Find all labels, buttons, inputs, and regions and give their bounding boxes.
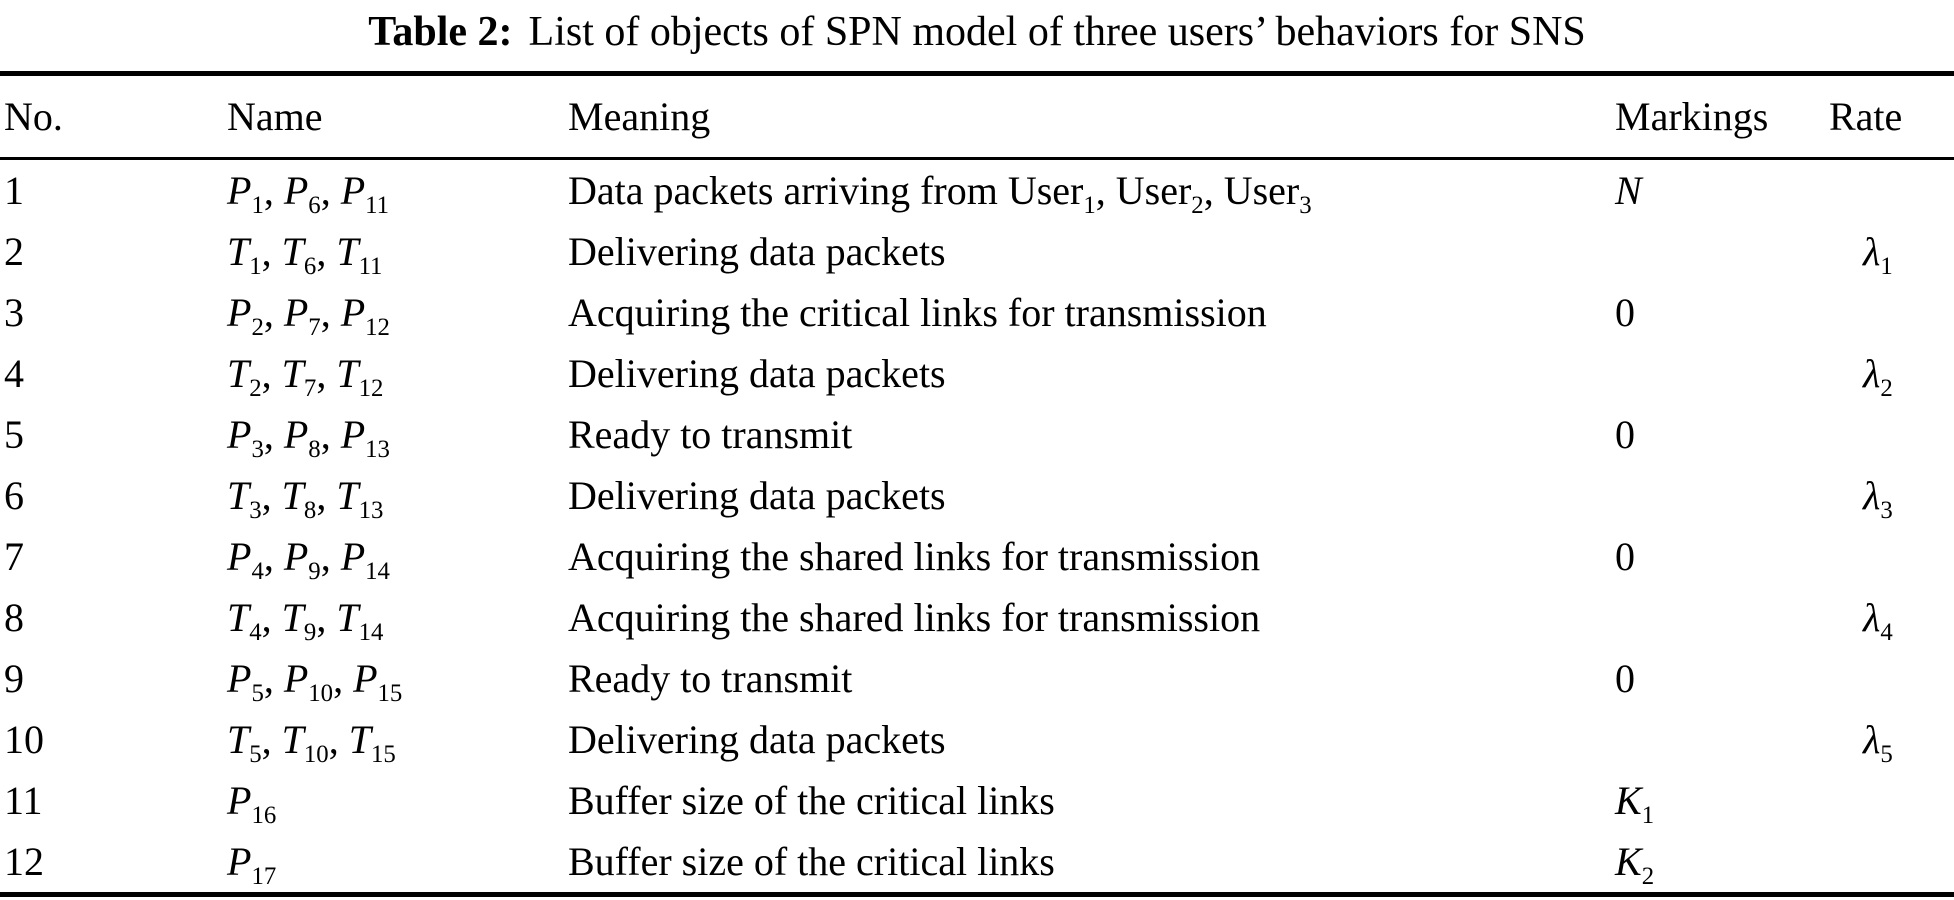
table-row: 11 P16 Buffer size of the critical links… [0, 770, 1954, 831]
cell-name: P3, P8, P13 [227, 412, 390, 463]
table-body: 1 P1, P6, P11 Data packets arriving from… [0, 159, 1954, 895]
cell-meaning: Buffer size of the critical links [568, 778, 1055, 823]
table-caption-label: Table 2: [368, 9, 513, 55]
cell-rate [1829, 831, 1954, 895]
cell-meaning: Delivering data packets [568, 351, 946, 396]
cell-no: 3 [4, 290, 24, 335]
cell-no: 7 [4, 534, 24, 579]
table-row: 7 P4, P9, P14 Acquiring the shared links… [0, 526, 1954, 587]
cell-rate [1829, 648, 1954, 709]
cell-markings [1615, 343, 1829, 404]
cell-no: 12 [4, 839, 44, 884]
spn-objects-table: No. Name Meaning Markings Rate 1 P1, P6,… [0, 71, 1954, 897]
column-header-rate: Rate [1829, 73, 1954, 160]
cell-meaning: Acquiring the critical links for transmi… [568, 290, 1267, 335]
cell-no: 8 [4, 595, 24, 640]
table-row: 12 P17 Buffer size of the critical links… [0, 831, 1954, 895]
cell-name: P16 [227, 778, 277, 829]
cell-no: 10 [4, 717, 44, 762]
column-header-meaning: Meaning [568, 73, 1615, 160]
cell-markings [1615, 709, 1829, 770]
table-caption: Table 2: List of objects of SPN model of … [0, 4, 1954, 60]
cell-no: 2 [4, 229, 24, 274]
header-row: No. Name Meaning Markings Rate [0, 73, 1954, 160]
cell-name: T1, T6, T11 [227, 229, 383, 280]
cell-rate [1829, 159, 1954, 222]
cell-meaning: Ready to transmit [568, 656, 853, 701]
cell-rate: λ1 [1863, 229, 1893, 280]
cell-markings [1615, 221, 1829, 282]
cell-no: 4 [4, 351, 24, 396]
cell-markings: 0 [1615, 412, 1635, 457]
cell-meaning: Buffer size of the critical links [568, 839, 1055, 884]
cell-name: P2, P7, P12 [227, 290, 390, 341]
cell-meaning: Delivering data packets [568, 473, 946, 518]
cell-no: 6 [4, 473, 24, 518]
column-header-no: No. [0, 73, 227, 160]
cell-meaning: Ready to transmit [568, 412, 853, 457]
cell-markings: 0 [1615, 656, 1635, 701]
cell-rate: λ2 [1863, 351, 1893, 402]
cell-no: 5 [4, 412, 24, 457]
cell-no: 9 [4, 656, 24, 701]
cell-meaning: Data packets arriving from User1, User2,… [568, 168, 1312, 219]
cell-meaning: Acquiring the shared links for transmiss… [568, 534, 1261, 579]
cell-name: P17 [227, 839, 277, 890]
cell-rate [1829, 526, 1954, 587]
cell-markings: N [1615, 168, 1642, 213]
cell-name: P5, P10, P15 [227, 656, 403, 707]
table-row: 1 P1, P6, P11 Data packets arriving from… [0, 159, 1954, 222]
column-header-name: Name [227, 73, 568, 160]
cell-no: 1 [4, 168, 24, 213]
table-row: 2 T1, T6, T11 Delivering data packets λ1 [0, 221, 1954, 282]
table-row: 4 T2, T7, T12 Delivering data packets λ2 [0, 343, 1954, 404]
cell-name: T4, T9, T14 [227, 595, 384, 646]
cell-name: T2, T7, T12 [227, 351, 384, 402]
cell-name: T3, T8, T13 [227, 473, 384, 524]
cell-name: P1, P6, P11 [227, 168, 390, 219]
table-row: 5 P3, P8, P13 Ready to transmit 0 [0, 404, 1954, 465]
table-row: 9 P5, P10, P15 Ready to transmit 0 [0, 648, 1954, 709]
table-row: 6 T3, T8, T13 Delivering data packets λ3 [0, 465, 1954, 526]
cell-meaning: Delivering data packets [568, 717, 946, 762]
cell-markings: K2 [1615, 839, 1655, 890]
cell-meaning: Delivering data packets [568, 229, 946, 274]
column-header-markings: Markings [1615, 73, 1829, 160]
table-row: 8 T4, T9, T14 Acquiring the shared links… [0, 587, 1954, 648]
table-caption-text: List of objects of SPN model of three us… [528, 9, 1586, 55]
table-row: 3 P2, P7, P12 Acquiring the critical lin… [0, 282, 1954, 343]
cell-markings: K1 [1615, 778, 1655, 829]
cell-name: T5, T10, T15 [227, 717, 396, 768]
table-header: No. Name Meaning Markings Rate [0, 73, 1954, 160]
cell-rate [1829, 770, 1954, 831]
cell-name: P4, P9, P14 [227, 534, 390, 585]
table-row: 10 T5, T10, T15 Delivering data packets … [0, 709, 1954, 770]
cell-markings [1615, 587, 1829, 648]
cell-rate: λ5 [1863, 717, 1893, 768]
cell-meaning: Acquiring the shared links for transmiss… [568, 595, 1261, 640]
cell-rate: λ3 [1863, 473, 1893, 524]
cell-rate [1829, 282, 1954, 343]
cell-markings [1615, 465, 1829, 526]
cell-markings: 0 [1615, 534, 1635, 579]
cell-no: 11 [4, 778, 43, 823]
cell-markings: 0 [1615, 290, 1635, 335]
cell-rate [1829, 404, 1954, 465]
cell-rate: λ4 [1863, 595, 1893, 646]
